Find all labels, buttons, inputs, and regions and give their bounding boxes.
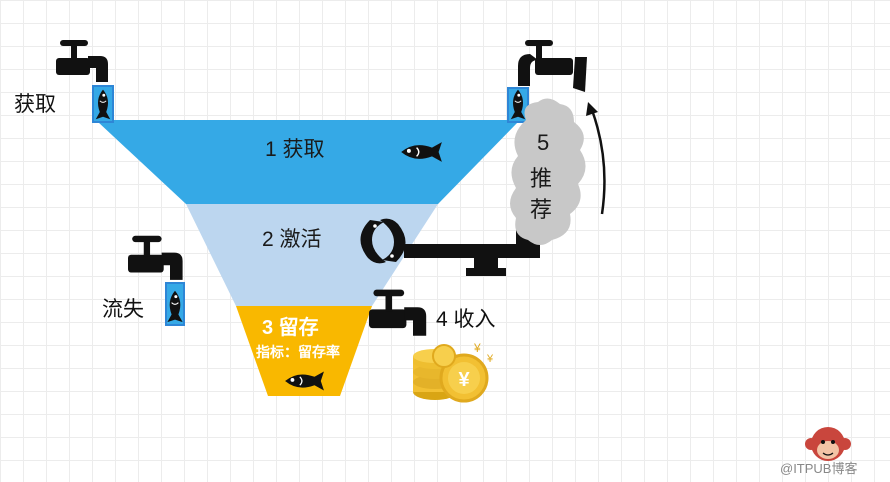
stage-recommend-line1: 推 (530, 166, 553, 191)
fish-cycle-icon (360, 218, 406, 264)
yen-spark-2: ¥ (486, 353, 494, 365)
svg-text:¥: ¥ (458, 369, 470, 391)
recycle-pipe (404, 244, 520, 276)
funnel-band-retain (236, 306, 372, 396)
funnel-band-acquire (98, 120, 518, 204)
stage-activate-label: 2 激活 (262, 228, 322, 251)
stage-retain-label: 3 留存 (262, 317, 319, 339)
stage-retain-metric: 指标：留存率 (256, 344, 340, 360)
stage-acquire-label: 1 获取 (265, 138, 325, 161)
label-churn: 流失 (102, 298, 144, 321)
faucet-icon-acquire (56, 40, 108, 82)
label-acquire-source: 获取 (14, 93, 56, 116)
monkey-logo-icon (805, 427, 851, 461)
coin-stack-icon: ¥ (413, 344, 489, 403)
stage-recommend-number: 5 (537, 130, 550, 155)
label-revenue: 4 收入 (436, 308, 496, 331)
arrowhead-icon (586, 102, 598, 116)
yen-spark-1: ¥ (473, 341, 481, 355)
faucet-icon-churn (128, 235, 183, 280)
faucet-icon-recommend (518, 40, 587, 92)
stage-recommend-line2: 荐 (530, 197, 553, 222)
cloud-icon (510, 98, 586, 245)
arrow-icon-recommend (590, 109, 606, 215)
watermark-text: @ITPUB博客 (780, 461, 858, 476)
